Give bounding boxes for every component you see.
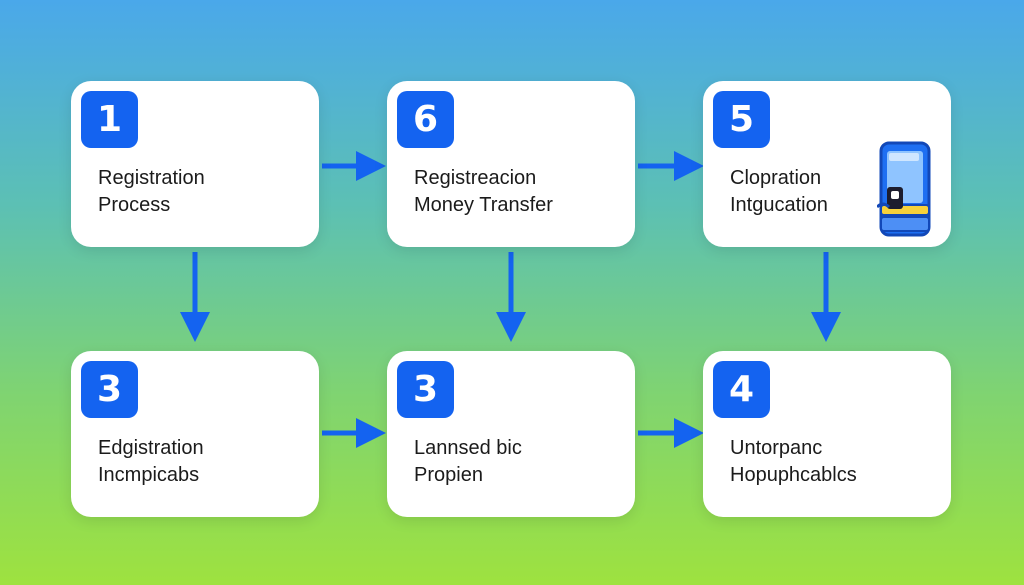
step-number-badge: 3	[81, 361, 138, 418]
step-label: Edgistration Incmpicabs	[98, 435, 204, 489]
mobile-phone-icon	[877, 141, 931, 237]
step-card-5: 3 Lannsed bic Propien	[387, 351, 635, 517]
step-label: Untorpanc Hopuphcablcs	[730, 435, 857, 489]
step-number-badge: 5	[713, 91, 770, 148]
step-card-2: 6 Registreacion Money Transfer	[387, 81, 635, 247]
step-card-6: 4 Untorpanc Hopuphcablcs	[703, 351, 951, 517]
step-label-line2: Intgucation	[730, 194, 828, 216]
step-label: Lannsed bic Propien	[414, 435, 522, 489]
step-label-line2: Money Transfer	[414, 194, 553, 216]
step-label-line1: Lannsed bic	[414, 437, 522, 459]
step-label: Registration Process	[98, 165, 205, 219]
step-label-line1: Clopration	[730, 167, 822, 189]
step-label-line2: Process	[98, 194, 171, 216]
step-number-badge: 6	[397, 91, 454, 148]
step-label-line2: Propien	[414, 464, 483, 486]
step-card-4: 3 Edgistration Incmpicabs	[71, 351, 319, 517]
step-label-line1: Untorpanc	[730, 437, 823, 459]
step-number-badge: 3	[397, 361, 454, 418]
step-label-line1: Registration	[98, 167, 205, 189]
step-number-badge: 1	[81, 91, 138, 148]
step-label: Registreacion Money Transfer	[414, 165, 553, 219]
step-label-line1: Registreacion	[414, 167, 537, 189]
step-label-line2: Incmpicabs	[98, 464, 200, 486]
step-number-badge: 4	[713, 361, 770, 418]
step-card-3: 5 Clopration Intgucation	[703, 81, 951, 247]
step-label-line2: Hopuphcablcs	[730, 464, 857, 486]
step-label: Clopration Intgucation	[730, 165, 828, 219]
step-label-line1: Edgistration	[98, 437, 204, 459]
step-card-1: 1 Registration Process	[71, 81, 319, 247]
